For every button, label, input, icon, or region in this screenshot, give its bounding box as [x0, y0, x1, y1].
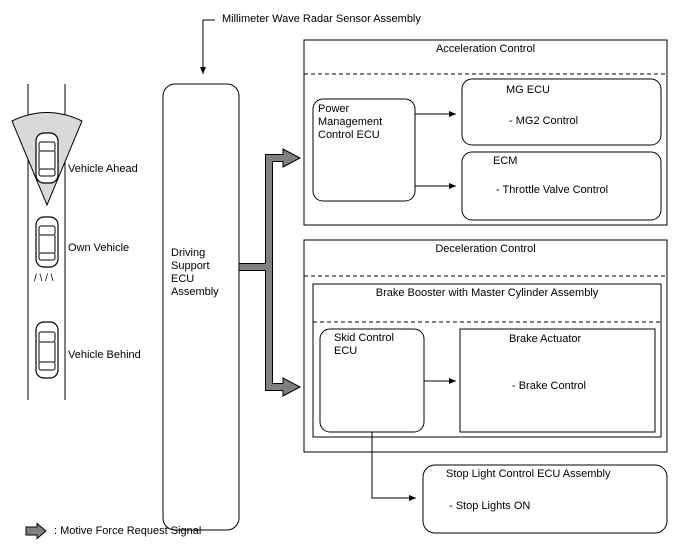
legend-arrow-icon [25, 522, 47, 540]
stop-light-ecu-title: Stop Light Control ECU Assembly [446, 468, 611, 480]
driving-support-ecu-box [162, 83, 240, 531]
skid-ecu-label: Skid Control ECU [334, 332, 394, 357]
own-vehicle-icon [35, 216, 59, 268]
vehicle-ahead-icon [35, 132, 59, 184]
brake-control-item: - Brake Control [512, 380, 586, 392]
deceleration-control-title: Deceleration Control [435, 243, 536, 255]
sensor-label: Millimeter Wave Radar Sensor Assembly [222, 13, 421, 25]
acceleration-control-title: Acceleration Control [435, 43, 536, 55]
vehicle-behind-label: Vehicle Behind [68, 349, 141, 361]
brake-actuator-box [459, 328, 656, 433]
mg2-control-item: - MG2 Control [509, 115, 579, 127]
ecm-title: ECM [493, 155, 518, 167]
stop-light-ecu-box [422, 464, 668, 534]
throttle-valve-item: - Throttle Valve Control [496, 184, 609, 196]
driving-support-ecu-label: Driving Support ECU Assembly [171, 247, 219, 298]
brake-booster-title: Brake Booster with Master Cylinder Assem… [375, 287, 599, 299]
power-ecu-box [312, 98, 416, 202]
legend-label: : Motive Force Request Signal [54, 525, 202, 537]
vehicle-behind-icon [35, 321, 59, 379]
brake-actuator-title: Brake Actuator [509, 333, 582, 345]
stop-lights-on-item: - Stop Lights ON [449, 500, 531, 512]
power-ecu-label: Power Management Control ECU [318, 103, 383, 141]
arrow-to-stop-light-ecu [371, 432, 416, 501]
ecm-box [461, 151, 662, 221]
mg-ecu-box [461, 78, 662, 146]
motive-force-arrow [238, 148, 302, 397]
vehicle-ahead-label: Vehicle Ahead [68, 163, 138, 175]
own-vehicle-marks: / \ / \ [34, 273, 54, 284]
mg-ecu-title: MG ECU [506, 84, 550, 96]
sensor-arrow [200, 19, 215, 74]
own-vehicle-label: Own Vehicle [68, 242, 130, 254]
